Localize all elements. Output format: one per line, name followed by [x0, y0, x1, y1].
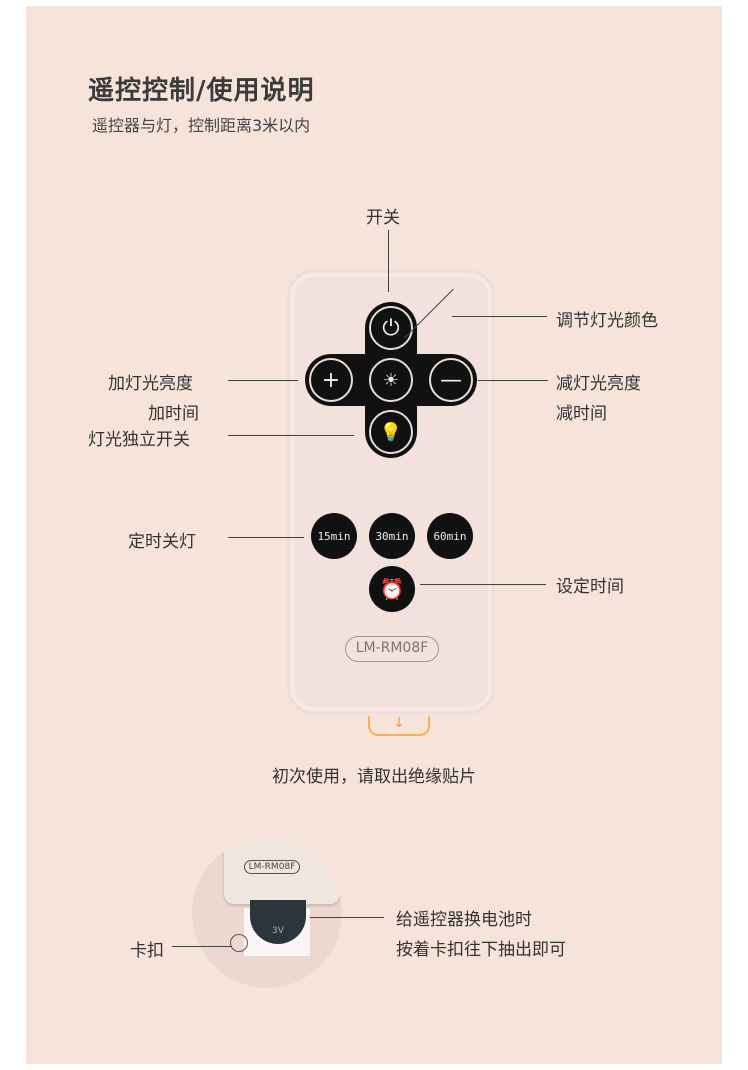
timer-60-button[interactable]: 60min	[427, 513, 473, 559]
label-brightness-down: 减灯光亮度	[556, 374, 641, 394]
label-brightness-up: 加灯光亮度	[108, 374, 193, 394]
pull-tab-arrow-icon: ↓	[368, 716, 430, 736]
label-power: 开关	[366, 208, 400, 228]
label-set-time: 设定时间	[556, 577, 624, 597]
bulb-icon[interactable]: 💡	[369, 410, 413, 454]
label-clip: 卡扣	[130, 941, 164, 961]
page-subtitle: 遥控器与灯，控制距离3米以内	[92, 116, 311, 135]
alarm-clock-icon[interactable]: ⏰	[369, 566, 415, 612]
timer-15-button[interactable]: 15min	[311, 513, 357, 559]
plus-icon[interactable]: +	[309, 358, 353, 402]
brightness-icon[interactable]: ☀	[369, 358, 413, 402]
label-time-down: 减时间	[556, 404, 607, 424]
battery-instruction-2: 按着卡扣往下抽出即可	[396, 940, 566, 960]
label-color: 调节灯光颜色	[556, 311, 658, 331]
label-time-up: 加时间	[148, 404, 199, 424]
battery-instruction-1: 给遥控器换电池时	[396, 910, 532, 930]
model-badge: LM-RM08F	[345, 636, 439, 662]
power-icon[interactable]: ⏻	[369, 306, 413, 350]
label-light-only: 灯光独立开关	[88, 430, 190, 450]
timer-30-button[interactable]: 30min	[369, 513, 415, 559]
battery-detail-photo: LM-RM08F 3V	[192, 838, 342, 988]
battery-model-badge: LM-RM08F	[244, 860, 300, 874]
page-title: 遥控控制/使用说明	[88, 76, 315, 106]
first-use-note: 初次使用，请取出绝缘贴片	[272, 767, 476, 787]
minus-icon[interactable]: —	[429, 358, 473, 402]
clip-marker	[230, 934, 248, 952]
label-timer-off: 定时关灯	[128, 532, 196, 552]
coin-battery: 3V	[250, 900, 306, 944]
